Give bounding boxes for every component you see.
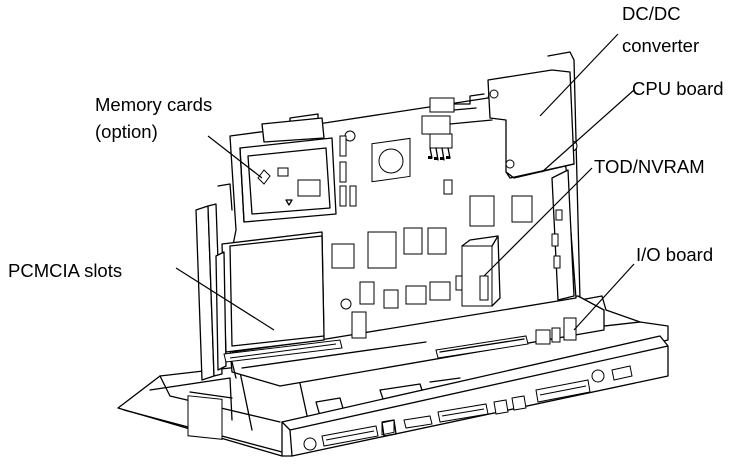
dcdc-converter bbox=[421, 69, 575, 179]
label-cpu-board: CPU board bbox=[632, 78, 724, 99]
label-memory-line1: Memory cards bbox=[95, 94, 212, 115]
label-dcdc-line2: converter bbox=[622, 35, 699, 56]
leader-tod-nvram bbox=[483, 167, 593, 277]
label-io-board: I/O board bbox=[636, 244, 713, 265]
label-dcdc-line1: DC/DC bbox=[622, 3, 681, 24]
label-pcmcia-slots: PCMCIA slots bbox=[8, 260, 122, 281]
label-memory-line2: (option) bbox=[95, 121, 158, 142]
leader-memory bbox=[207, 135, 263, 179]
memory-cards bbox=[239, 117, 337, 223]
label-tod-nvram: TOD/NVRAM bbox=[594, 156, 705, 177]
leader-lines bbox=[175, 33, 635, 331]
leader-io-board bbox=[573, 263, 635, 331]
pcmcia-slots bbox=[215, 231, 343, 379]
leader-cpu-board bbox=[541, 89, 635, 173]
leader-pcmcia bbox=[175, 267, 275, 331]
leader-dcdc bbox=[539, 33, 619, 117]
io-board bbox=[229, 295, 605, 387]
front-io-panel bbox=[281, 335, 669, 457]
